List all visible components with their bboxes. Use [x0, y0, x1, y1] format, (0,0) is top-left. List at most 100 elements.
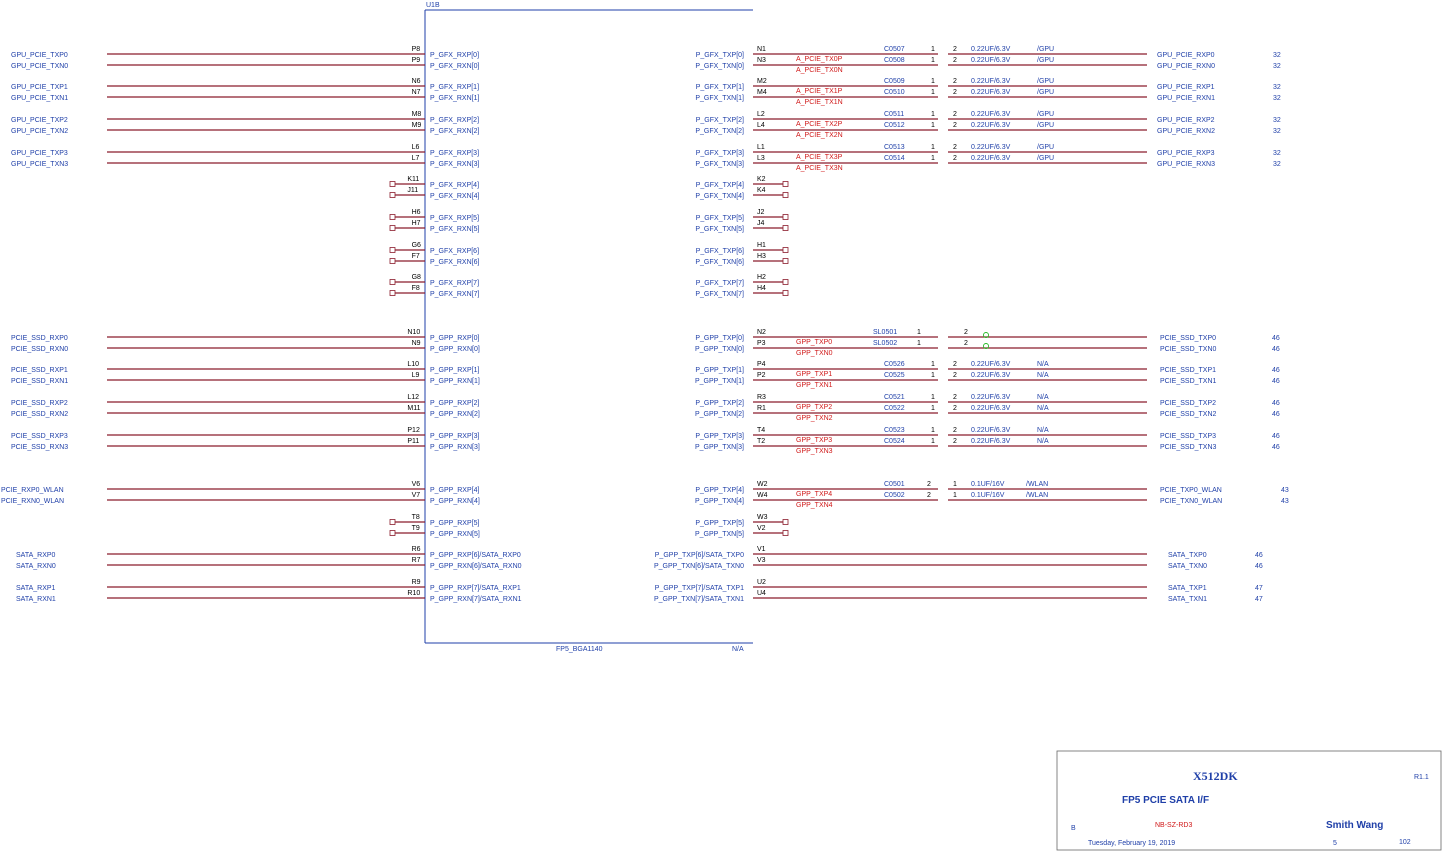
ref-label: C0501: [884, 481, 905, 488]
page-ref: 47: [1255, 596, 1263, 603]
inner-net-label: A_PCIE_TX2P: [796, 121, 843, 128]
pin-num-1: 1: [931, 405, 935, 412]
pin-num-2: 2: [953, 122, 957, 129]
pin-num-2: 2: [953, 394, 957, 401]
ball-label: J2: [757, 209, 765, 216]
ball-label: U2: [757, 579, 766, 586]
net-label: GPU_PCIE_TXP2: [11, 117, 68, 124]
pin-label: P_GPP_RXN[5]: [430, 531, 480, 538]
net-label: SATA_TXN0: [1168, 563, 1207, 570]
pin-num-2: 2: [953, 78, 957, 85]
net-label: PCIE_SSD_TXN1: [1160, 378, 1217, 385]
pin-num-1: 1: [931, 155, 935, 162]
pin-label: P_GFX_TXP[3]: [696, 150, 744, 157]
ref-label: C0525: [884, 372, 905, 379]
short-pad-marker: [983, 343, 989, 349]
page-ref: 46: [1255, 552, 1263, 559]
pin-label: P_GPP_TXP[3]: [695, 433, 744, 440]
pin-label: P_GPP_RXP[1]: [430, 367, 479, 374]
ball-label: L4: [757, 122, 765, 129]
ref-label: C0502: [884, 492, 905, 499]
stuff-option: /WLAN: [1026, 492, 1048, 499]
pin-label: P_GFX_TXN[7]: [695, 291, 744, 298]
net-label: SATA_RXP1: [16, 585, 56, 592]
inner-net-label: GPP_TXN0: [796, 350, 833, 357]
net-label: GPU_PCIE_RXN0: [1157, 63, 1215, 70]
net-label: SATA_RXN1: [16, 596, 56, 603]
pin-label: P_GFX_RXN[1]: [430, 95, 479, 102]
pin-label: P_GPP_TXP[7]/SATA_TXP1: [655, 585, 744, 592]
pin-label: P_GFX_RXP[4]: [430, 182, 479, 189]
ref-label: C0513: [884, 144, 905, 151]
ball-label: T8: [412, 514, 420, 521]
pin-label: P_GPP_RXP[6]/SATA_RXP0: [430, 552, 521, 559]
ref-label: C0508: [884, 57, 905, 64]
pin-label: P_GPP_RXP[2]: [430, 400, 479, 407]
pin-num-2: 2: [953, 405, 957, 412]
no-connect-marker: [389, 225, 396, 231]
net-label: PCIE_SSD_TXP2: [1160, 400, 1216, 407]
inner-net-label: GPP_TXN1: [796, 382, 833, 389]
page-ref: 32: [1273, 84, 1281, 91]
ball-label: P3: [757, 340, 766, 347]
stuff-option: N/A: [1037, 427, 1049, 434]
pin-num-1: 1: [931, 46, 935, 53]
ref-label: C0507: [884, 46, 905, 53]
ball-label: R10: [407, 590, 420, 597]
pin-label: P_GFX_TXN[2]: [695, 128, 744, 135]
pin-num-2: 2: [953, 427, 957, 434]
net-label: GPU_PCIE_TXN2: [11, 128, 68, 135]
no-connect-marker: [782, 519, 789, 525]
page-ref: 32: [1273, 117, 1281, 124]
ref-label: C0522: [884, 405, 905, 412]
ball-label: G8: [412, 274, 421, 281]
ref-label: SL0501: [873, 329, 897, 336]
no-connect-marker: [389, 192, 396, 198]
short-pad-marker: [983, 332, 989, 338]
pin-label: P_GFX_TXP[7]: [696, 280, 744, 287]
ball-label: J11: [407, 187, 418, 194]
no-connect-marker: [389, 258, 396, 264]
net-label: PCIE_SSD_RXP0: [11, 335, 68, 342]
ball-label: P11: [407, 438, 419, 445]
inner-net-label: A_PCIE_TX3N: [796, 165, 843, 172]
net-label: GPU_PCIE_TXN3: [11, 161, 68, 168]
right-pin-row: P_GFX_TXN[4]K4: [695, 187, 789, 200]
pin-label: P_GPP_TXP[0]: [695, 335, 744, 342]
left-pin-row: F8P_GFX_RXN[7]: [389, 285, 479, 298]
stuff-option: /GPU: [1037, 89, 1054, 96]
no-connect-marker: [782, 181, 789, 187]
pin-num-2: 1: [953, 492, 957, 499]
pin-label: P_GPP_RXN[1]: [430, 378, 480, 385]
ball-label: F8: [412, 285, 420, 292]
inner-net-label: A_PCIE_TX0N: [796, 67, 843, 74]
pin-label: P_GPP_TXP[6]/SATA_TXP0: [655, 552, 744, 559]
ref-label: C0521: [884, 394, 905, 401]
pin-label: P_GFX_RXN[2]: [430, 128, 479, 135]
left-pin-row: G8P_GFX_RXP[7]: [389, 274, 479, 287]
tb-size: B: [1071, 825, 1076, 832]
ball-label: N10: [407, 329, 420, 336]
ball-label: N7: [412, 89, 421, 96]
pin-label: P_GFX_RXN[7]: [430, 291, 479, 298]
ball-label: R7: [412, 557, 421, 564]
tb-project: X512DK: [1193, 769, 1238, 783]
chip-variant: N/A: [732, 646, 744, 653]
net-label: GPU_PCIE_TXN0: [11, 63, 68, 70]
pin-num-2: 2: [953, 144, 957, 151]
page-ref: 43: [1281, 487, 1289, 494]
